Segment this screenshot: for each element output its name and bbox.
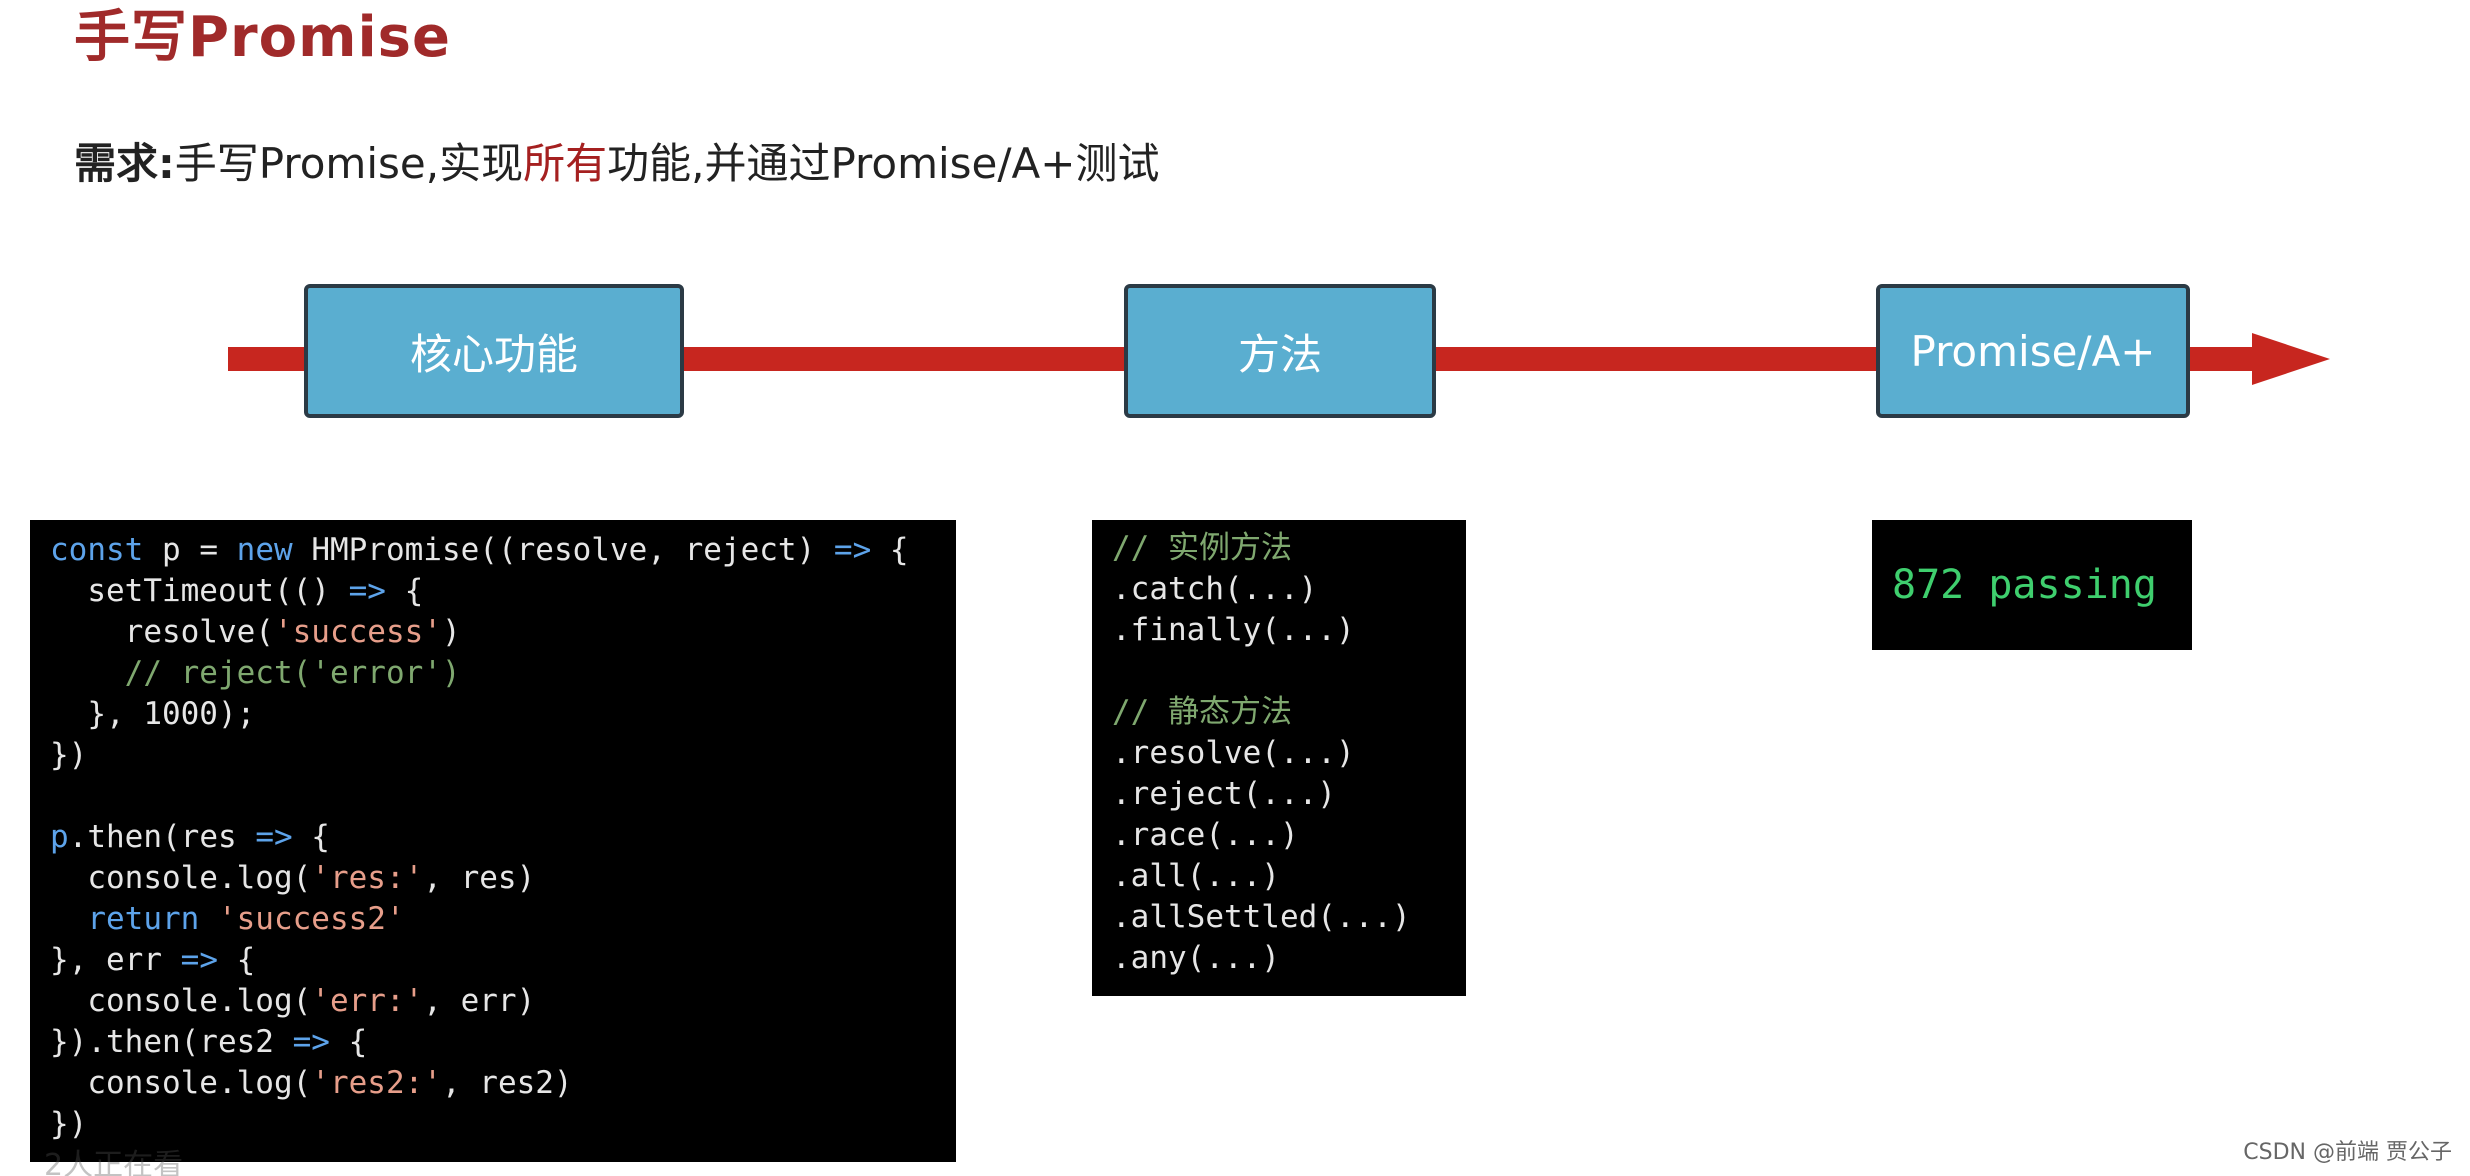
code-token: 'err:' <box>311 983 424 1019</box>
viewer-count-overlay: 2人正在看 <box>44 1148 184 1176</box>
code-line: .allSettled(...) <box>1112 897 1466 938</box>
code-token: { <box>385 573 424 609</box>
code-token: , res) <box>423 860 536 896</box>
code-token: { <box>217 942 256 978</box>
code-token <box>50 901 87 937</box>
code-line: .finally(...) <box>1112 610 1466 651</box>
code-line: }).then(res2 => { <box>50 1022 956 1063</box>
code-token: p <box>50 819 69 855</box>
code-line: const p = new HMPromise((resolve, reject… <box>50 530 956 571</box>
code-line: .all(...) <box>1112 856 1466 897</box>
code-token: p = <box>143 532 237 568</box>
code-token: { <box>329 1024 368 1060</box>
watermark: CSDN @前端 贾公子 <box>2243 1140 2452 1165</box>
stage-core-features: 核心功能 <box>304 284 684 418</box>
code-line: // reject('error') <box>50 653 956 694</box>
code-token: ) <box>441 614 461 650</box>
code-token: .all(...) <box>1112 858 1280 894</box>
code-token: => <box>292 1024 330 1060</box>
code-line <box>50 776 956 817</box>
code-token: { <box>292 819 330 855</box>
code-line: }, err => { <box>50 940 956 981</box>
methods-code-panel: // 实例方法 .catch(...) .finally(...) // 静态方法 .r… <box>1092 520 1466 996</box>
code-line: .any(...) <box>1112 938 1466 979</box>
code-token: => <box>833 532 872 568</box>
code-token: 'success' <box>273 614 442 650</box>
timeline-arrowhead <box>2252 333 2330 385</box>
code-token: , res2) <box>441 1065 573 1101</box>
code-line: }) <box>50 735 956 776</box>
code-token: .finally(...) <box>1112 612 1355 648</box>
core-code-panel: const p = new HMPromise((resolve, reject… <box>30 520 956 1162</box>
code-line: // 静态方法 <box>1112 692 1466 733</box>
requirement-label: 需求: <box>74 139 175 188</box>
code-token: 'success2' <box>217 901 405 937</box>
code-token: HMPromise(( <box>292 532 517 568</box>
code-token: setTimeout(() <box>50 573 349 609</box>
code-token: .then(res <box>68 819 256 855</box>
code-token: .any(...) <box>1112 940 1280 976</box>
code-token: 'res:' <box>311 860 424 896</box>
code-token: .allSettled(...) <box>1112 899 1411 935</box>
requirement-text: 需求:手写Promise,实现所有功能,并通过Promise/A+测试 <box>74 134 1159 194</box>
code-line <box>1112 651 1466 692</box>
code-token <box>199 901 218 937</box>
code-token: new <box>236 532 293 568</box>
requirement-highlight: 所有 <box>523 139 608 188</box>
code-line: .race(...) <box>1112 815 1466 856</box>
code-line: return 'success2' <box>50 899 956 940</box>
code-token: }) <box>50 737 88 773</box>
code-line: console.log('err:', err) <box>50 981 956 1022</box>
code-line: // 实例方法 <box>1112 528 1466 569</box>
test-result-panel: 872 passing <box>1872 520 2192 650</box>
code-line: }, 1000); <box>50 694 956 735</box>
code-token: .reject(...) <box>1112 776 1336 812</box>
code-line: resolve('success') <box>50 612 956 653</box>
requirement-after: 功能,并通过Promise/A+测试 <box>607 139 1160 188</box>
code-token: // reject('error') <box>50 655 461 691</box>
code-token: console.log( <box>50 1065 312 1101</box>
code-token: => <box>348 573 386 609</box>
code-line: .resolve(...) <box>1112 733 1466 774</box>
code-line: }) <box>50 1104 956 1145</box>
requirement-before: 手写Promise,实现 <box>174 139 524 188</box>
code-token: 'res2:' <box>311 1065 442 1101</box>
test-result-text: 872 passing <box>1892 562 2157 608</box>
code-token: }).then(res2 <box>50 1024 293 1060</box>
code-token: // 静态方法 <box>1112 694 1292 730</box>
code-token: , err) <box>423 983 536 1019</box>
code-token: .race(...) <box>1112 817 1299 853</box>
code-token: .resolve(...) <box>1112 735 1355 771</box>
code-token: const <box>50 532 144 568</box>
code-token: }) <box>50 1106 88 1142</box>
code-token: // 实例方法 <box>1112 530 1292 566</box>
code-token: => <box>180 942 218 978</box>
code-line: console.log('res:', res) <box>50 858 956 899</box>
stage-promise-aplus: Promise/A+ <box>1876 284 2190 418</box>
code-token: }, 1000); <box>50 696 256 732</box>
code-line: console.log('res2:', res2) <box>50 1063 956 1104</box>
code-token: return <box>87 901 200 937</box>
code-token: resolve( <box>50 614 274 650</box>
code-line: setTimeout(() => { <box>50 571 956 612</box>
code-token: => <box>255 819 293 855</box>
code-token: ) <box>796 532 834 568</box>
code-token: { <box>871 532 909 568</box>
code-line: .catch(...) <box>1112 569 1466 610</box>
code-token: console.log( <box>50 983 312 1019</box>
code-token: console.log( <box>50 860 312 896</box>
page-title: 手写Promise <box>74 5 451 70</box>
code-line: p.then(res => { <box>50 817 956 858</box>
code-token: }, err <box>50 942 181 978</box>
code-token: .catch(...) <box>1112 571 1318 607</box>
code-line: .reject(...) <box>1112 774 1466 815</box>
code-token: resolve, reject <box>516 532 797 568</box>
stage-methods: 方法 <box>1124 284 1436 418</box>
